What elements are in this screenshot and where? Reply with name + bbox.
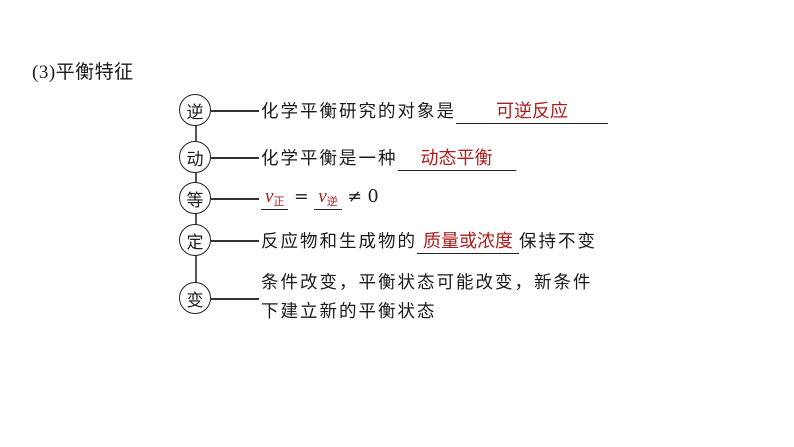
statement-equal-rates: v正 = v逆 ≠ 0: [261, 186, 379, 210]
section-number: (3): [32, 62, 56, 83]
statement-text: 反应物和生成物的: [261, 232, 417, 252]
connector-line: [211, 198, 259, 200]
statement-change: 条件改变，平衡状态可能改变，新条件 下建立新的平衡状态: [261, 269, 621, 327]
answer-blank: 质量或浓度: [417, 231, 519, 254]
statement-text: 化学平衡是一种: [261, 149, 398, 169]
node-deng: 等: [179, 182, 211, 214]
connector-line: [211, 298, 259, 300]
statement-text: 化学平衡研究的对象是: [261, 102, 456, 122]
node-ni: 逆: [179, 94, 211, 126]
answer-blank: 可逆反应: [456, 101, 608, 124]
statement-text-line2: 下建立新的平衡状态: [261, 302, 437, 322]
connector-line: [211, 240, 259, 242]
statement-text: 保持不变: [519, 232, 597, 252]
answer-blank: 动态平衡: [397, 148, 516, 171]
statement-text-line1: 条件改变，平衡状态可能改变，新条件: [261, 273, 593, 293]
node-ding: 定: [179, 224, 211, 256]
statement-reversible: 化学平衡研究的对象是可逆反应: [261, 98, 608, 124]
answer-blank-reverse-rate: v逆: [314, 186, 342, 210]
node-dong: 动: [179, 141, 211, 173]
answer-blank-forward-rate: v正: [261, 186, 289, 210]
connector-line: [211, 110, 259, 112]
connector-line: [211, 157, 259, 159]
statement-dynamic: 化学平衡是一种动态平衡: [261, 145, 516, 171]
statement-constant: 反应物和生成物的质量或浓度保持不变: [261, 228, 597, 254]
section-heading: (3)平衡特征: [32, 57, 134, 84]
section-title: 平衡特征: [55, 61, 134, 83]
node-bian: 变: [179, 282, 211, 314]
